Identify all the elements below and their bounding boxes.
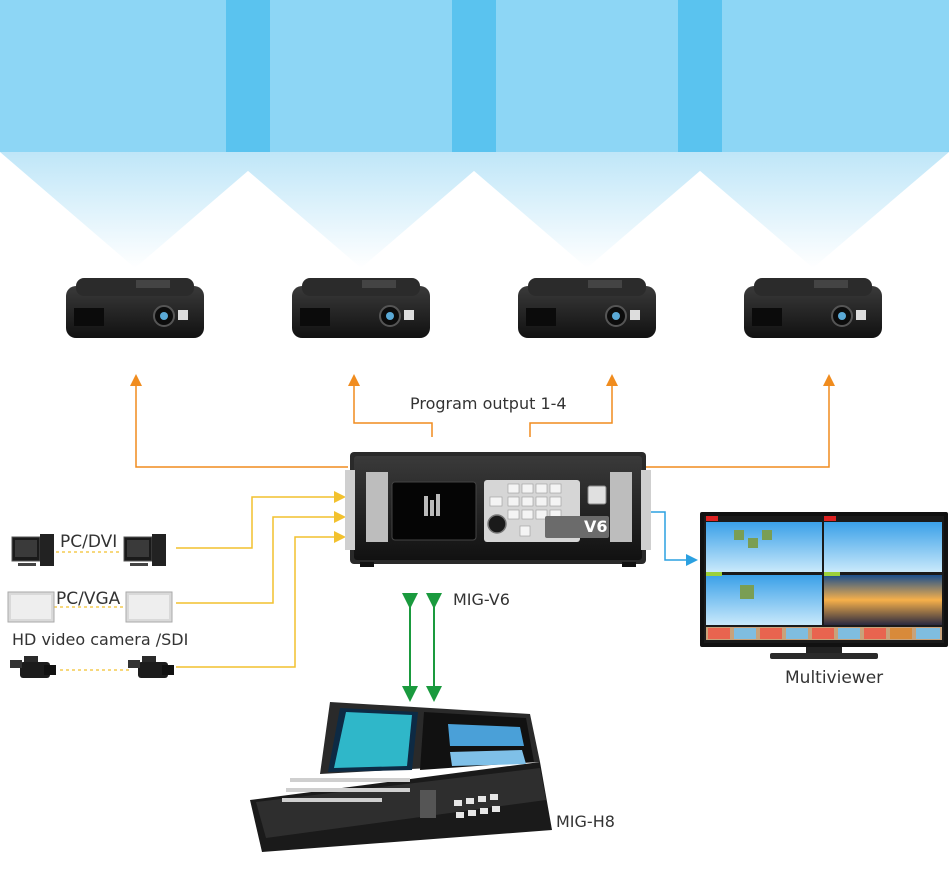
mv-pane-4 — [824, 575, 942, 625]
projection-screen — [0, 0, 949, 152]
pc-dvi-label: PC/DVI — [60, 532, 118, 552]
mig-v6-switcher — [345, 452, 651, 567]
mv-thumbnail-strip — [706, 627, 942, 640]
output-arrow-1 — [130, 374, 348, 468]
beam-3 — [452, 152, 722, 268]
program-output-arrows — [130, 374, 835, 468]
multiviewer-display — [700, 512, 948, 659]
beam-1 — [0, 152, 270, 268]
screen-blend-seam-1 — [226, 0, 270, 152]
input-arrow-dvi — [176, 491, 346, 549]
input-arrows — [176, 491, 346, 668]
screen-blend-seam-2 — [452, 0, 496, 152]
mig-h8-controller — [250, 702, 552, 852]
multiviewer-label: Multiviewer — [785, 668, 884, 688]
controller-model-label: MIG-H8 — [556, 812, 615, 831]
output-arrow-3 — [529, 374, 618, 437]
screen-blend-seam-3 — [678, 0, 722, 152]
program-output-label: Program output 1-4 — [410, 394, 567, 413]
mv-pane-3 — [706, 575, 822, 625]
output-arrow-4 — [646, 374, 835, 468]
multiviewer-arrow — [646, 511, 698, 566]
input-arrow-sdi — [176, 531, 346, 668]
switcher-model-label: MIG-V6 — [453, 590, 510, 609]
projector-4 — [744, 278, 882, 338]
beam-4 — [678, 152, 949, 268]
pc-vga-source — [7, 591, 55, 623]
pc-dvi-source — [11, 534, 54, 566]
pc-vga-label: PC/VGA — [56, 589, 121, 609]
output-arrow-2 — [348, 374, 433, 437]
source-links — [50, 551, 132, 671]
pc-dvi-destination — [123, 534, 166, 566]
mv-pane-2 — [824, 522, 942, 572]
camera-source — [10, 656, 56, 678]
projector-3 — [518, 278, 656, 338]
pc-vga-destination — [125, 591, 173, 623]
projection-beams — [0, 152, 949, 268]
control-arrows — [402, 593, 442, 702]
camera-destination — [128, 656, 174, 678]
projector-1 — [66, 278, 204, 338]
switcher-face-label: V6 — [584, 517, 608, 536]
hd-camera-label: HD video camera /SDI — [12, 630, 189, 649]
beam-2 — [226, 152, 496, 268]
mv-pane-1 — [706, 522, 822, 572]
input-arrow-vga — [176, 511, 346, 604]
projector-2 — [292, 278, 430, 338]
